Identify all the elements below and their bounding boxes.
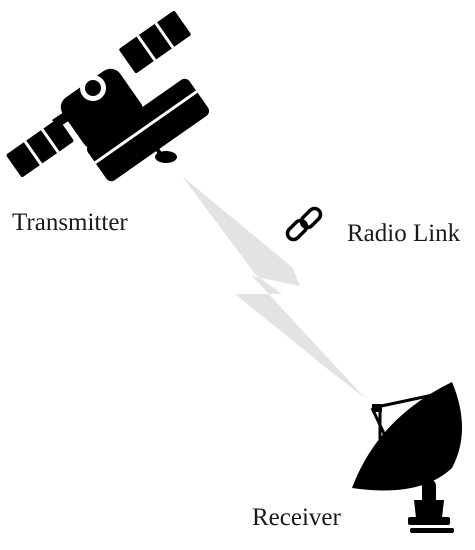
chain-link-icon [285,206,323,242]
lightning-bolt-icon [182,176,365,398]
satellite-icon [6,10,210,182]
transmitter-label: Transmitter [12,209,128,236]
receiver-label: Receiver [252,504,341,531]
radio-link-label: Radio Link [347,220,461,247]
satellite-dish-icon [352,382,462,533]
